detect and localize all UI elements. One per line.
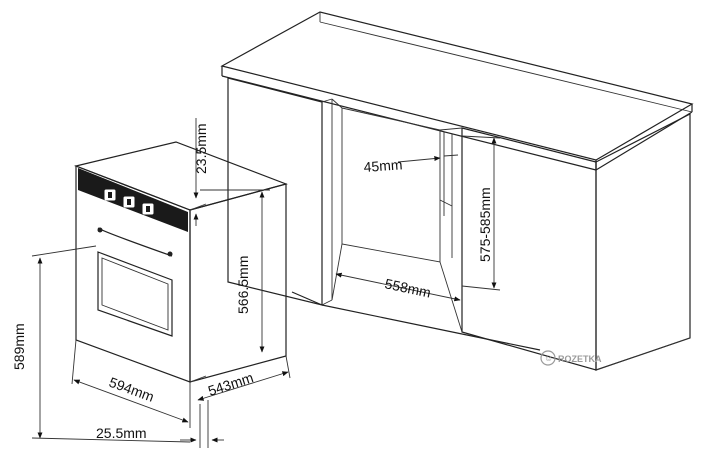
dim-niche-width: 558mm [383, 275, 432, 300]
cabinet [220, 11, 694, 371]
niche-back-wall [341, 107, 441, 263]
smile-icon: ☺ [544, 353, 553, 363]
dim-oven-total-height: 589mm [11, 323, 27, 370]
watermark: ☺ ROZETKA [540, 350, 602, 366]
svg-text:ROZETKA: ROZETKA [558, 354, 602, 364]
countertop [220, 11, 694, 161]
oven-window [97, 251, 173, 337]
dim-front-thickness: 25.5mm [96, 425, 147, 441]
dim-niche-height: 575-585mm [477, 187, 493, 262]
dim-niche-depth: 45mm [363, 156, 403, 175]
oven [73, 141, 288, 383]
oven-door-handle [97, 227, 173, 257]
dim-top-gap: 23.5mm [193, 123, 209, 174]
dim-oven-width: 594mm [107, 374, 156, 405]
dim-oven-body-height: 566.5mm [235, 256, 251, 314]
dim-oven-depth: 543mm [206, 369, 255, 399]
